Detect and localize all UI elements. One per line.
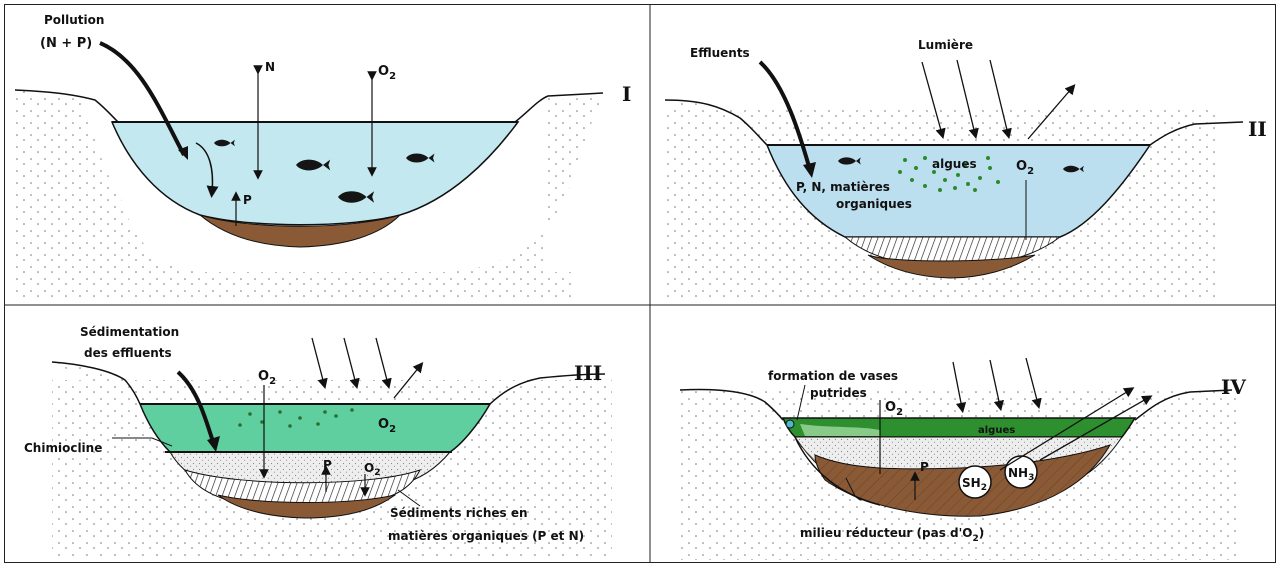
light-arrow bbox=[952, 361, 967, 414]
panel-number: III bbox=[574, 361, 602, 385]
nh3-label: NH3 bbox=[1008, 466, 1034, 483]
light-arrow bbox=[311, 337, 328, 390]
sedimentation-label: des effluents bbox=[84, 346, 172, 360]
panel-2: Effluents Lumière algues O2 P, N, matièr… bbox=[664, 38, 1267, 300]
sh2-bubble bbox=[958, 465, 992, 499]
outer-frame bbox=[4, 4, 1276, 563]
panel-2-sediment bbox=[867, 254, 1036, 279]
n-label: N bbox=[265, 60, 275, 74]
chimiocline-pointer bbox=[112, 437, 173, 447]
gas-release-arrow bbox=[1039, 395, 1153, 461]
light-arrow bbox=[956, 59, 979, 140]
effluents-arrow bbox=[758, 60, 812, 171]
panel-number: I bbox=[622, 82, 631, 106]
light-arrow bbox=[989, 59, 1012, 140]
algae-dots bbox=[238, 408, 354, 428]
algae-dots bbox=[898, 156, 1000, 192]
pollution-label: Pollution bbox=[44, 13, 104, 27]
panel-3-water bbox=[138, 403, 492, 453]
panel-1-ground bbox=[15, 90, 605, 300]
chimiocline-label: Chimiocline bbox=[24, 441, 102, 455]
formation-label: formation de vases bbox=[768, 369, 898, 383]
panel-number: IV bbox=[1221, 375, 1246, 399]
panel-3: Sédimentation des effluents O2 O2 Chimio… bbox=[24, 325, 612, 556]
algues-label: algues bbox=[978, 425, 1015, 436]
sedimentation-label: Sédimentation bbox=[80, 325, 179, 339]
pollution-arrow bbox=[99, 41, 186, 156]
p-label: P bbox=[920, 460, 929, 474]
o2-label: O2 bbox=[258, 369, 276, 387]
sh2-label: SH2 bbox=[962, 476, 987, 493]
panel-1: Pollution (N + P) N O2 P I bbox=[14, 13, 631, 300]
light-arrow bbox=[989, 359, 1004, 412]
reflection-arrow bbox=[1027, 84, 1076, 140]
pollution-label: (N + P) bbox=[40, 36, 92, 51]
sediments-label: matières organiques (P et N) bbox=[388, 529, 584, 543]
light-arrow bbox=[343, 337, 360, 390]
p-label: P bbox=[243, 193, 252, 207]
algues-label: algues bbox=[932, 157, 977, 171]
reflection-arrow bbox=[393, 361, 424, 399]
sediments-label: Sédiments riches en bbox=[390, 506, 528, 520]
o2-label: O2 bbox=[378, 417, 396, 435]
pn-label: organiques bbox=[836, 197, 912, 211]
vase-bubble bbox=[785, 419, 795, 429]
panel-1-sediment bbox=[199, 214, 401, 248]
o2-label: O2 bbox=[1016, 159, 1034, 177]
o2-label: O2 bbox=[885, 400, 903, 418]
sedimentation-arrow bbox=[176, 370, 216, 446]
panel-1-water bbox=[110, 121, 520, 226]
light-arrow bbox=[921, 61, 946, 140]
pn-label: P, N, matières bbox=[796, 180, 890, 194]
panel-number: II bbox=[1248, 117, 1267, 141]
light-arrow bbox=[375, 337, 392, 390]
panel-3-sediment bbox=[217, 494, 396, 519]
formation-label: putrides bbox=[810, 386, 867, 400]
effluents-label: Effluents bbox=[690, 46, 750, 60]
milieu-label: milieu réducteur (pas d'O2) bbox=[800, 526, 984, 544]
light-arrow bbox=[1025, 357, 1042, 410]
gas-release-arrow bbox=[999, 387, 1135, 471]
nh3-bubble bbox=[1004, 455, 1038, 489]
lumiere-label: Lumière bbox=[918, 38, 973, 52]
panel-4: formation de vases putrides O2 algues P … bbox=[679, 357, 1246, 560]
o2-label: O2 bbox=[378, 64, 396, 82]
o2-label: O2 bbox=[364, 461, 380, 478]
p-label: P bbox=[323, 458, 332, 472]
